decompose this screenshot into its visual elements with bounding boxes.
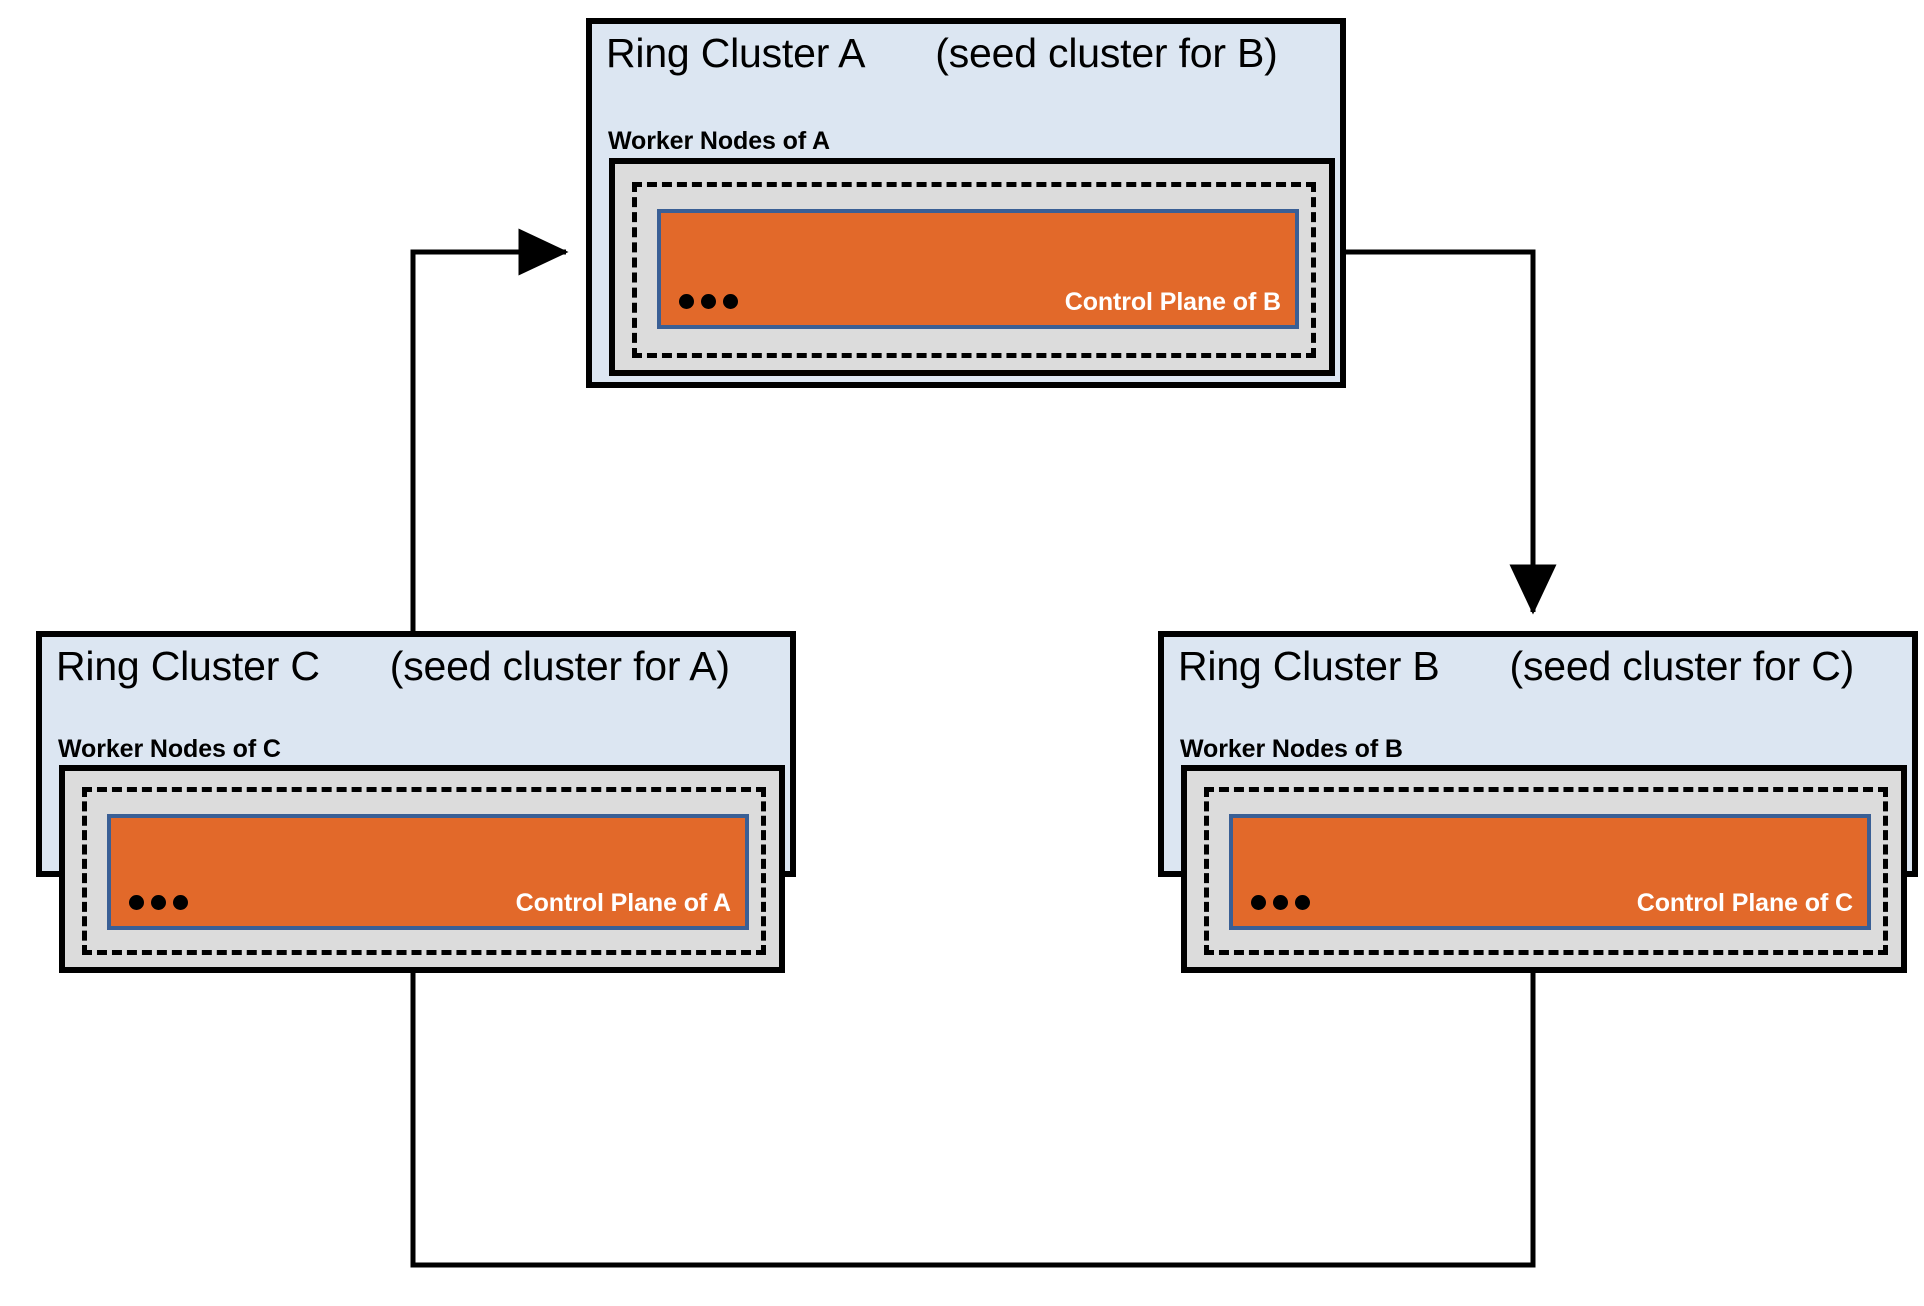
cluster-c-namespace-boundary: Control Plane of A xyxy=(82,787,766,955)
ellipsis-icon xyxy=(1251,895,1310,910)
cluster-a-control-plane-of-b[interactable]: Control Plane of B xyxy=(657,209,1299,329)
connector-a-to-b xyxy=(1346,249,1557,615)
cluster-a-worker-nodes-label: Worker Nodes of A xyxy=(608,127,830,155)
cluster-b-worker-nodes-group[interactable]: Control Plane of C xyxy=(1181,765,1907,973)
cluster-a-control-plane-label: Control Plane of B xyxy=(1064,288,1281,316)
cluster-c-worker-nodes-group[interactable]: Control Plane of A xyxy=(59,765,785,973)
ring-cluster-a[interactable]: Ring Cluster A (seed cluster for B) Work… xyxy=(586,18,1346,388)
cluster-c-control-plane-of-a[interactable]: Control Plane of A xyxy=(107,814,749,930)
cluster-c-title-row: Ring Cluster C (seed cluster for A) xyxy=(56,643,730,690)
cluster-c-subtitle: (seed cluster for A) xyxy=(389,643,730,689)
ellipsis-icon xyxy=(129,895,188,910)
connector-c-to-a xyxy=(410,228,569,631)
cluster-b-control-plane-label: Control Plane of C xyxy=(1636,889,1853,917)
ellipsis-icon xyxy=(679,294,738,309)
ring-cluster-c[interactable]: Ring Cluster C (seed cluster for A) Work… xyxy=(36,631,796,973)
cluster-a-title: Ring Cluster A xyxy=(606,30,866,76)
cluster-b-title: Ring Cluster B xyxy=(1178,643,1440,689)
cluster-a-subtitle: (seed cluster for B) xyxy=(935,30,1278,76)
cluster-a-title-row: Ring Cluster A (seed cluster for B) xyxy=(606,30,1278,77)
cluster-b-subtitle: (seed cluster for C) xyxy=(1509,643,1855,689)
cluster-a-namespace-boundary: Control Plane of B xyxy=(632,182,1316,358)
cluster-b-namespace-boundary: Control Plane of C xyxy=(1204,787,1888,955)
ring-cluster-b[interactable]: Ring Cluster B (seed cluster for C) Work… xyxy=(1158,631,1918,973)
cluster-c-worker-nodes-label: Worker Nodes of C xyxy=(58,735,281,763)
cluster-b-worker-nodes-label: Worker Nodes of B xyxy=(1180,735,1403,763)
cluster-b-control-plane-of-c[interactable]: Control Plane of C xyxy=(1229,814,1871,930)
cluster-c-title: Ring Cluster C xyxy=(56,643,320,689)
cluster-b-title-row: Ring Cluster B (seed cluster for C) xyxy=(1178,643,1854,690)
cluster-a-worker-nodes-group[interactable]: Control Plane of B xyxy=(609,158,1335,376)
cluster-c-control-plane-label: Control Plane of A xyxy=(515,889,731,917)
